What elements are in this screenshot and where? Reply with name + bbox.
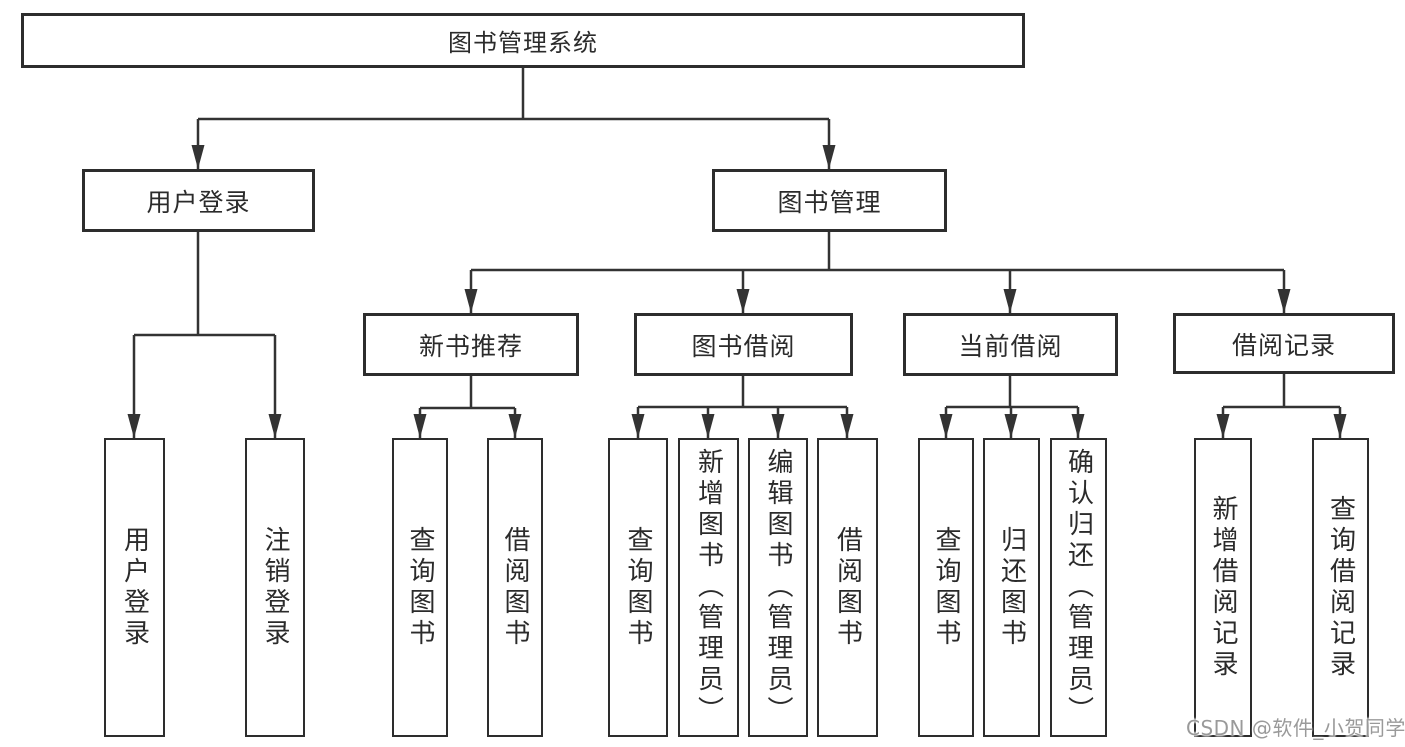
leaf-return-books-label: 归还图书 [996,525,1027,650]
leaf-query-books-borrowing: 查询图书 [608,438,668,737]
leaf-confirm-return-admin: 确认归还（管理员） [1050,438,1107,737]
node-new-book-recommend-label: 新书推荐 [418,331,523,361]
node-user-login: 用户登录 [82,169,315,232]
node-borrowing-records: 借阅记录 [1173,313,1395,374]
leaf-confirm-return-admin-label: 确认归还（管理员） [1063,448,1094,727]
leaf-query-books-recommend: 查询图书 [392,438,448,737]
leaf-user-login-label: 用户登录 [119,525,150,650]
leaf-query-books-recommend-label: 查询图书 [405,525,435,650]
node-current-borrowing-label: 当前借阅 [958,331,1063,361]
node-book-management-label: 图书管理 [777,187,882,217]
leaf-borrow-books-borrowing-label: 借阅图书 [832,525,863,650]
leaf-edit-books-admin-label: 编辑图书（管理员） [763,448,793,727]
leaf-user-login: 用户登录 [104,438,165,737]
node-user-login-label: 用户登录 [146,187,251,217]
node-current-borrowing: 当前借阅 [903,313,1118,376]
csdn-watermark: CSDN @软件_小贺同学 [1186,716,1405,740]
leaf-query-borrow-record: 查询借阅记录 [1312,438,1369,737]
leaf-query-books-current: 查询图书 [918,438,974,737]
node-root-system-label: 图书管理系统 [448,29,598,57]
node-new-book-recommend: 新书推荐 [363,313,579,376]
leaf-borrow-books-recommend-label: 借阅图书 [500,525,530,650]
node-book-borrowing-label: 图书借阅 [691,331,796,361]
node-root-system: 图书管理系统 [21,13,1025,68]
leaf-add-borrow-record: 新增借阅记录 [1194,438,1252,737]
node-book-borrowing: 图书借阅 [634,313,853,376]
node-book-management: 图书管理 [712,169,947,232]
leaf-borrow-books-recommend: 借阅图书 [487,438,543,737]
leaf-logout: 注销登录 [245,438,305,737]
leaf-add-books-admin: 新增图书（管理员） [678,438,739,737]
node-borrowing-records-label: 借阅记录 [1231,330,1336,360]
leaf-query-books-borrowing-label: 查询图书 [623,525,653,650]
leaf-add-books-admin-label: 新增图书（管理员） [693,448,724,727]
leaf-query-books-current-label: 查询图书 [931,525,961,650]
leaf-logout-label: 注销登录 [260,525,290,650]
leaf-edit-books-admin: 编辑图书（管理员） [748,438,808,737]
leaf-return-books: 归还图书 [983,438,1040,737]
leaf-add-borrow-record-label: 新增借阅记录 [1208,494,1238,681]
leaf-borrow-books-borrowing: 借阅图书 [817,438,878,737]
leaf-query-borrow-record-label: 查询借阅记录 [1325,494,1356,681]
